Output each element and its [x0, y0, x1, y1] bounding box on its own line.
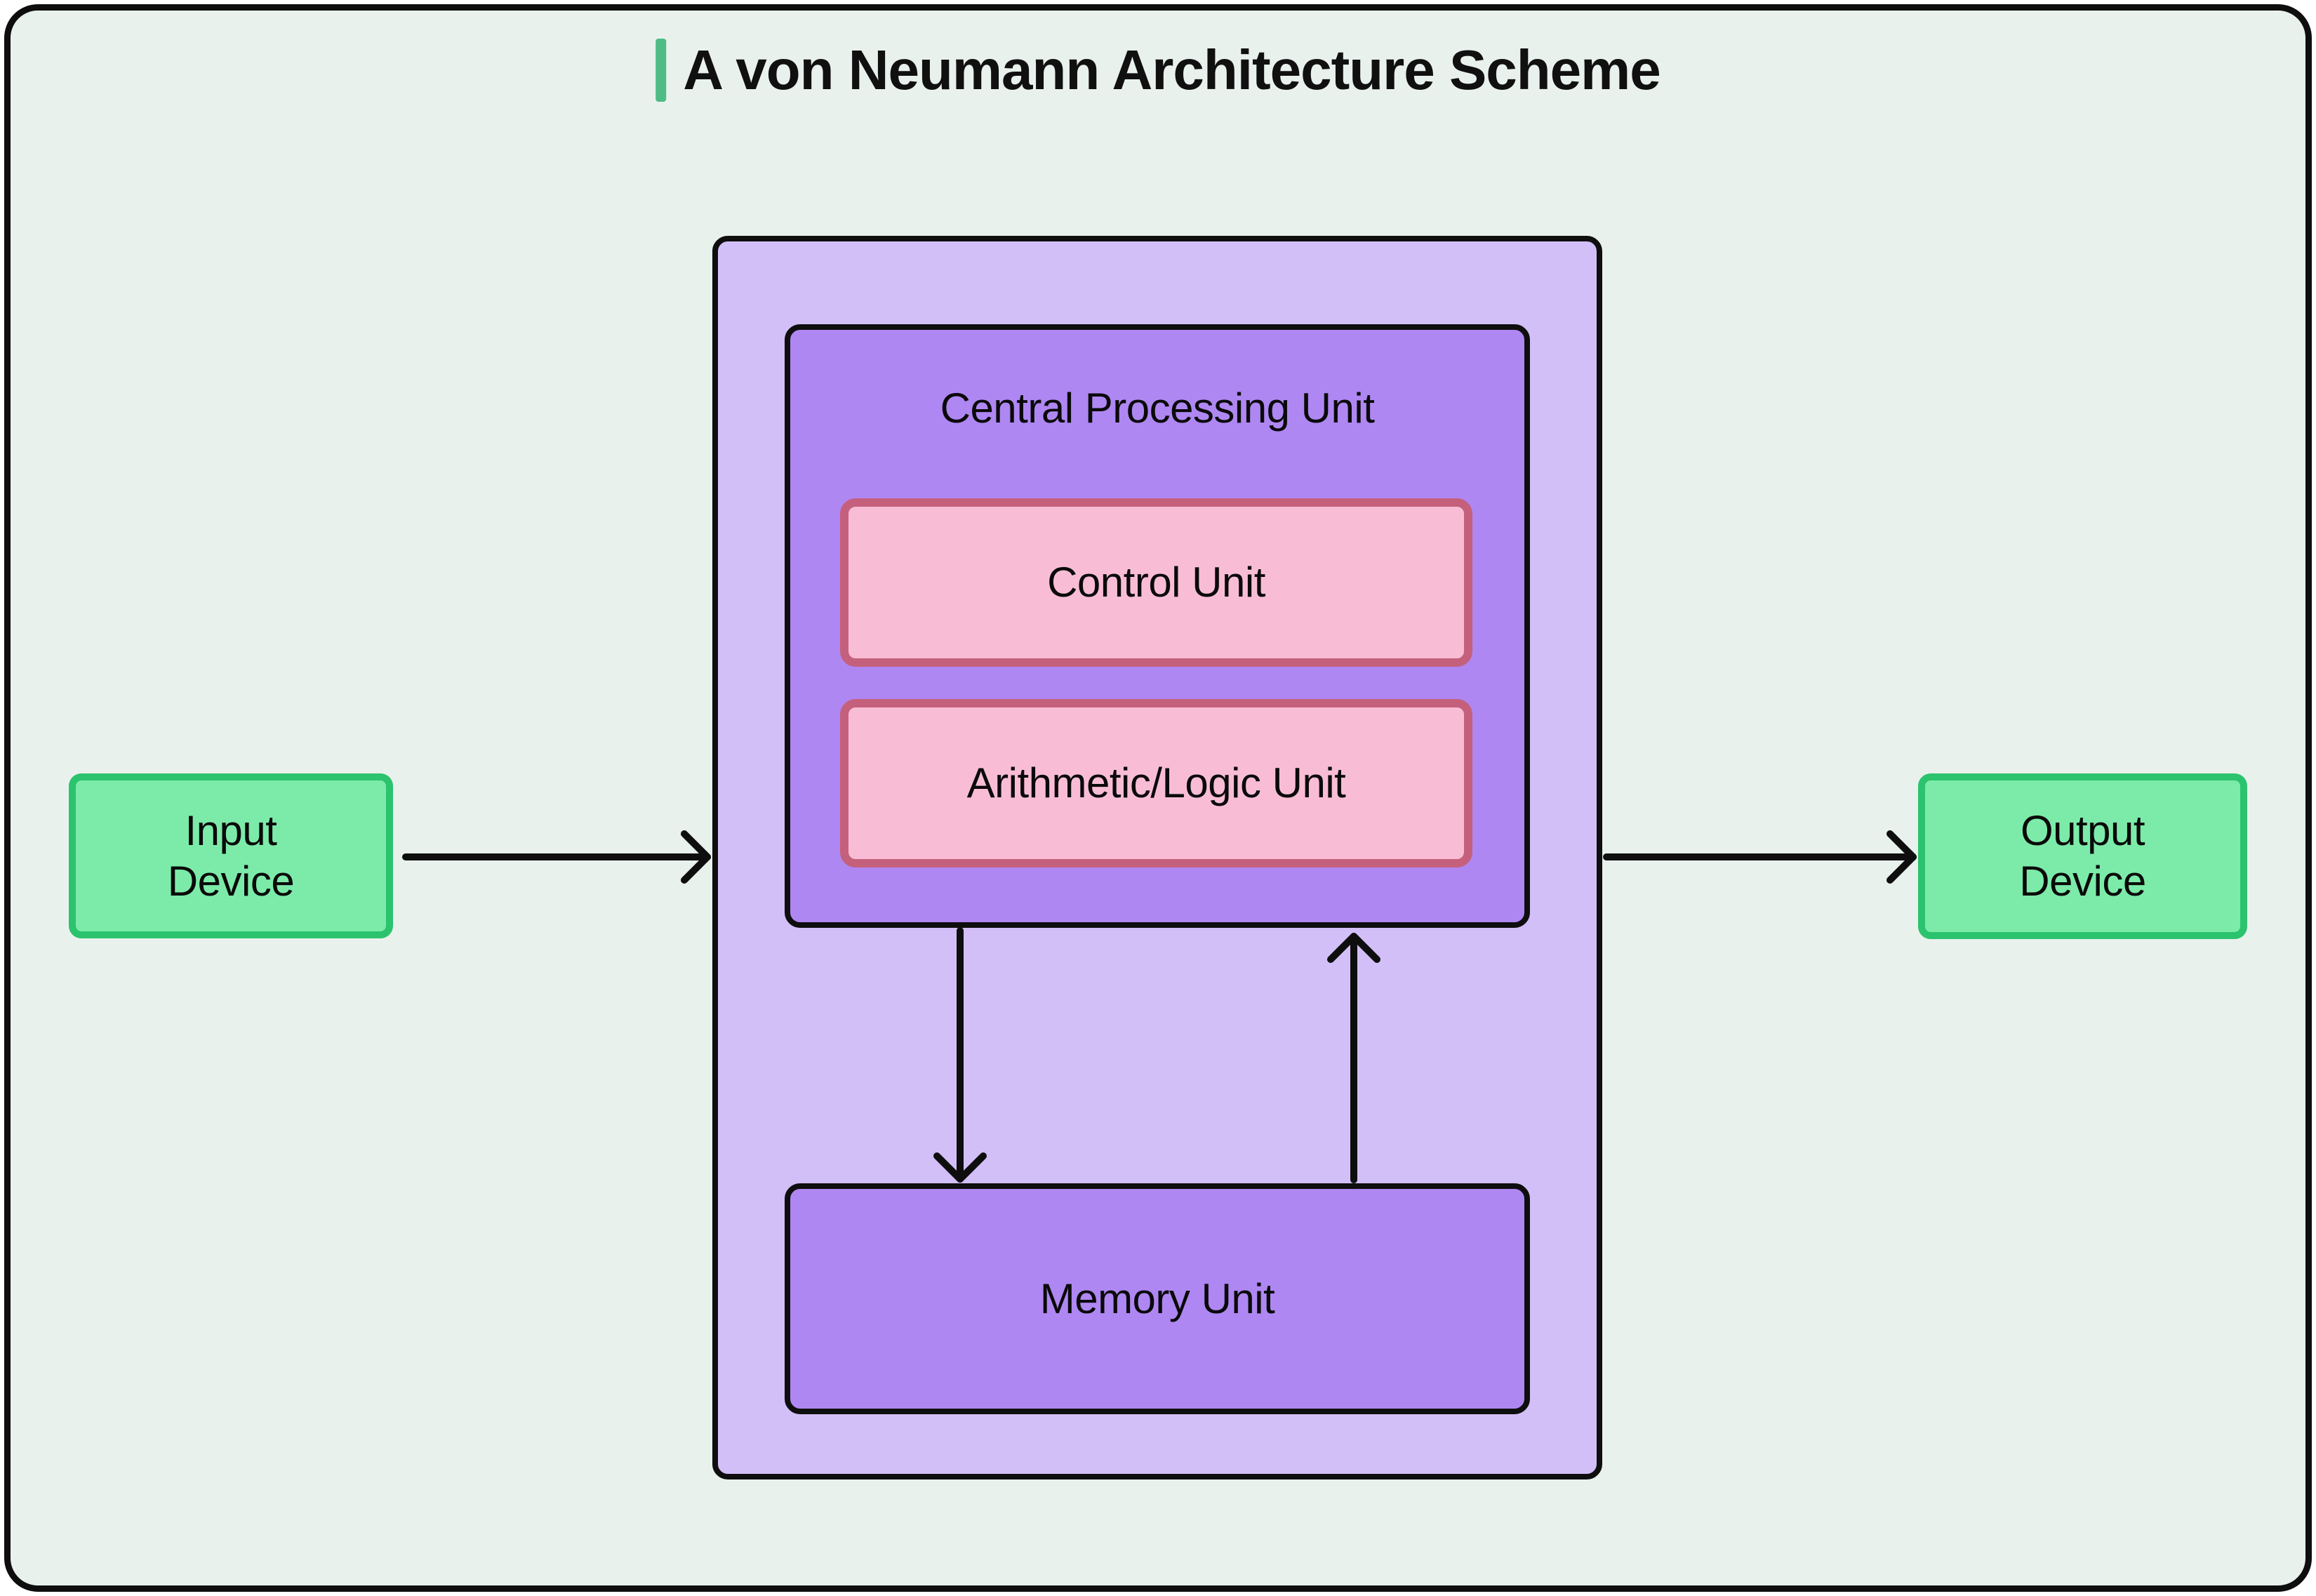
alu-box: Arithmetic/Logic Unit — [840, 699, 1472, 867]
input-device-label-line1: Input — [185, 806, 277, 854]
cpu-label-wrap: Central Processing Unit — [785, 383, 1530, 434]
page-title: A von Neumann Architecture Scheme — [683, 39, 1661, 101]
alu-label: Arithmetic/Logic Unit — [966, 759, 1346, 806]
cpu-label: Central Processing Unit — [940, 385, 1375, 432]
memory-unit-label: Memory Unit — [1039, 1275, 1275, 1322]
input-device-box: Input Device — [69, 773, 393, 938]
memory-unit-box: Memory Unit — [785, 1183, 1530, 1414]
input-device-label-line2: Device — [167, 857, 295, 905]
output-device-box: Output Device — [1918, 773, 2247, 939]
output-device-label-line1: Output — [2020, 807, 2145, 854]
title-accent-bar — [655, 39, 667, 102]
diagram-title: A von Neumann Architecture Scheme — [655, 38, 1661, 102]
control-unit-label: Control Unit — [1047, 559, 1265, 606]
output-device-label-line2: Device — [2019, 858, 2146, 905]
control-unit-box: Control Unit — [840, 498, 1472, 667]
